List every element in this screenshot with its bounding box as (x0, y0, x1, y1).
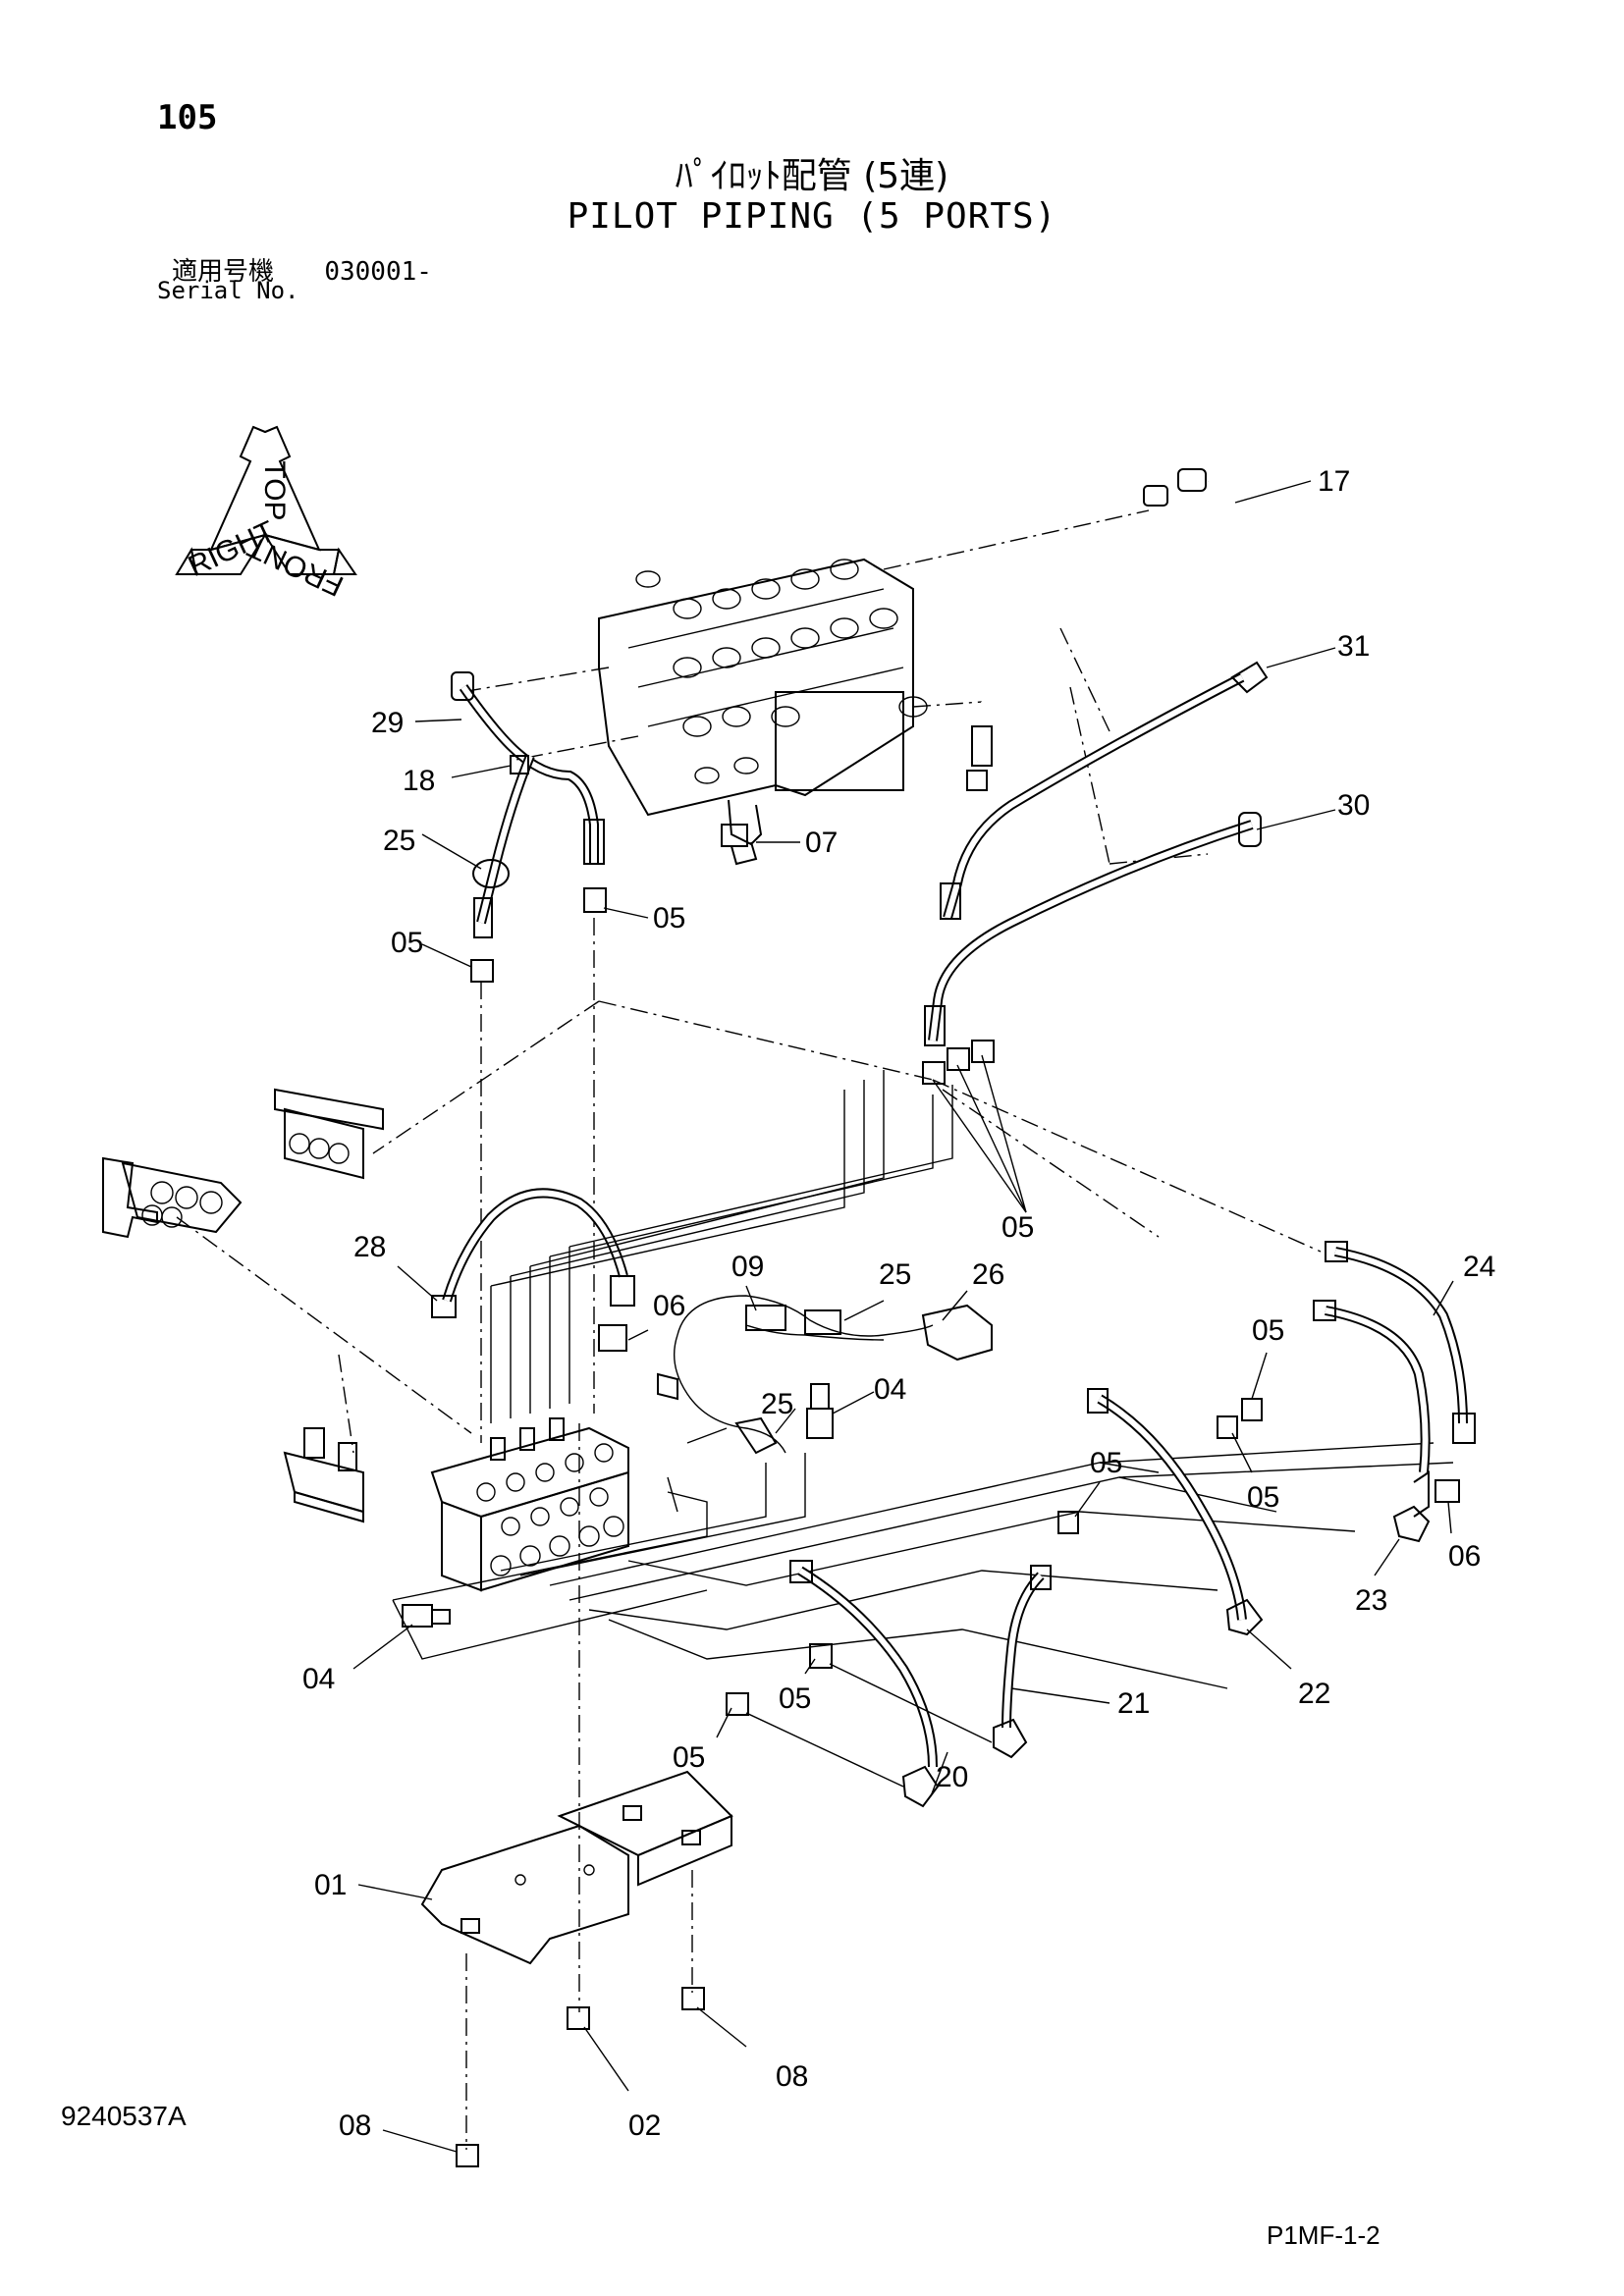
callout-23: 23 (1355, 1584, 1387, 1617)
orientation-label-front: FRONT (243, 530, 349, 603)
orientation-icon: TOP RIGHT FRONT (175, 425, 357, 603)
callout-04: 04 (302, 1663, 335, 1695)
callout-24: 24 (1463, 1251, 1495, 1283)
solenoid-brackets (102, 1088, 384, 1239)
callout-08: 08 (339, 2109, 371, 2142)
drawing-number: 9240537A (61, 2101, 187, 2131)
fitting-06-right (1435, 1479, 1460, 1503)
serial-row: 適用号機 030001- (172, 251, 432, 288)
callout-07: 07 (805, 827, 838, 859)
callout-05: 05 (1247, 1481, 1279, 1514)
serial-value: 030001- (324, 257, 432, 287)
title-japanese: ﾊﾟｲﾛｯﾄ配管 (5連) (675, 156, 949, 196)
wire-harness (657, 1295, 993, 1455)
callout-05: 05 (1090, 1447, 1122, 1479)
callout-09: 09 (731, 1251, 764, 1283)
callout-18: 18 (403, 765, 435, 797)
fitting-06 (598, 1324, 627, 1352)
callout-26: 26 (972, 1258, 1004, 1291)
sensor-04-bottom (402, 1604, 451, 1628)
callout-06: 06 (1448, 1540, 1481, 1573)
bolts (456, 1987, 705, 2167)
sensor-07 (721, 824, 758, 866)
control-valve (598, 558, 928, 846)
callout-22: 22 (1298, 1678, 1330, 1710)
serial-label-jp: 適用号機 (172, 257, 275, 287)
callout-labels: 17 31 30 29 18 25 07 05 05 05 28 09 25 2… (302, 465, 1495, 2142)
sensor-04-top (806, 1383, 834, 1439)
callout-28: 28 (353, 1231, 386, 1263)
manifold-bracket (283, 1427, 364, 1523)
cover-plate (420, 1770, 733, 1965)
callout-30: 30 (1337, 789, 1370, 822)
callout-29: 29 (371, 707, 404, 739)
callout-31: 31 (1337, 630, 1370, 663)
manifold-block (430, 1417, 629, 1592)
pipe-17 (976, 474, 1234, 762)
callout-05: 05 (653, 902, 685, 934)
routing-lines (392, 1070, 1454, 1689)
title-english: PILOT PIPING (5 PORTS) (567, 196, 1057, 237)
callout-25: 25 (761, 1388, 793, 1420)
fitting-23 (1392, 1505, 1431, 1543)
serial-label-en: Serial No. (157, 277, 299, 304)
callout-08: 08 (776, 2060, 808, 2093)
callout-05: 05 (673, 1741, 705, 1774)
fittings-05-cluster (922, 725, 995, 1085)
callout-06: 06 (653, 1290, 685, 1322)
callout-05: 05 (1001, 1211, 1034, 1244)
callout-20: 20 (936, 1761, 968, 1793)
callout-05: 05 (779, 1682, 811, 1715)
callout-05: 05 (1252, 1314, 1284, 1347)
callout-leaders (352, 480, 1454, 2153)
callout-17: 17 (1318, 465, 1350, 498)
callout-21: 21 (1117, 1687, 1150, 1720)
callout-25: 25 (383, 825, 415, 857)
callout-02: 02 (628, 2109, 661, 2142)
callout-04: 04 (874, 1373, 906, 1406)
orientation-label-top: TOP (258, 460, 291, 520)
callout-01: 01 (314, 1869, 347, 1901)
callout-05: 05 (391, 927, 423, 959)
callout-25: 25 (879, 1258, 911, 1291)
sheet-code: P1MF-1-2 (1267, 2220, 1380, 2250)
page-number: 105 (157, 98, 218, 137)
